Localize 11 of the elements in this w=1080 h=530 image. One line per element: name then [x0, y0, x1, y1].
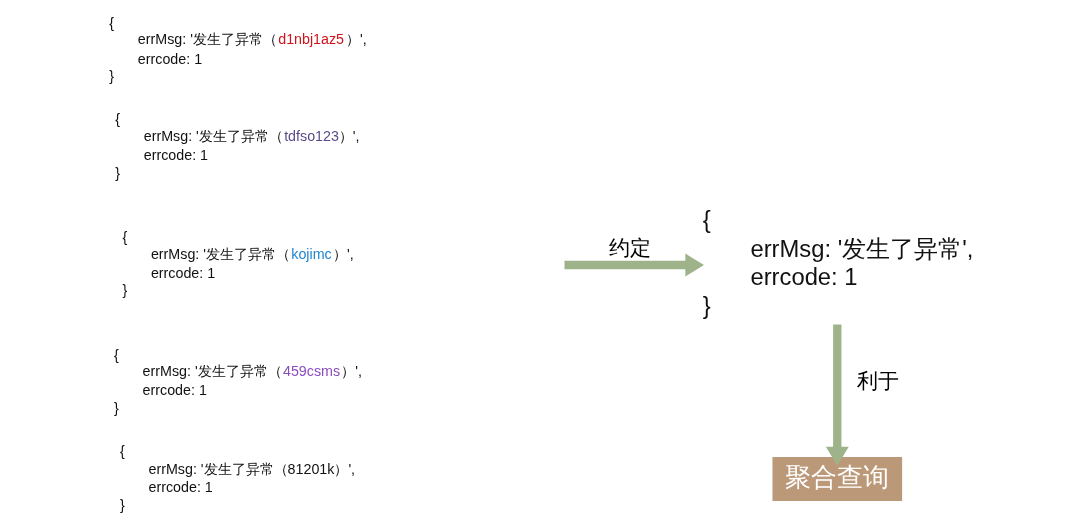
node-text: { errMsg: '发生了异常', errcode: 1 }: [702, 206, 973, 319]
arrow: [825, 324, 849, 466]
node-text: { errMsg: '发生了异常（81201k）', errcode: 1 }: [119, 443, 355, 513]
node-text: { errMsg: '发生了异常（kojimc）', errcode: 1 }: [121, 228, 354, 299]
node-text: { errMsg: '发生了异常（459csms）', errcode: 1 }: [113, 346, 362, 417]
arrow: [564, 253, 704, 277]
node-box: 聚合查询: [771, 457, 902, 502]
node-text: { errMsg: '发生了异常（d1nbj1az5）', errcode: 1 }: [108, 14, 367, 85]
node-text: { errMsg: '发生了异常（tdfso123）', errcode: 1 }: [114, 111, 360, 181]
edge-label: 约定: [608, 235, 651, 260]
edge-label: 利于: [856, 369, 899, 393]
